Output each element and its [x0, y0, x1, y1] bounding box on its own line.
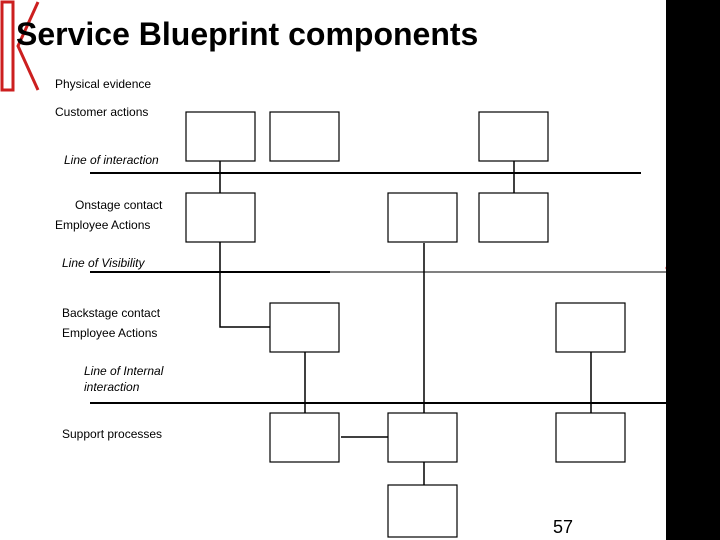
support-process-box — [269, 412, 340, 463]
support-process-box — [555, 412, 626, 463]
physical-evidence-box — [269, 111, 340, 162]
right-side-bar — [666, 0, 720, 540]
line-of-interaction-label: Line of interaction — [64, 153, 159, 167]
onstage-contact-label: Onstage contact — [75, 198, 163, 212]
customer-actions-label: Customer actions — [55, 105, 149, 119]
employee-actions-onstage-label: Employee Actions — [55, 218, 151, 232]
interaction-label: interaction — [84, 380, 140, 394]
onstage-action-box — [185, 192, 256, 243]
slide-title: Service Blueprint components — [16, 16, 479, 52]
physical-evidence-box — [478, 111, 549, 162]
onstage-action-box — [478, 192, 549, 243]
support-process-box — [387, 484, 458, 538]
page-number: 57 — [553, 517, 574, 537]
logo-bracket-icon — [0, 0, 40, 92]
support-processes-label: Support processes — [62, 427, 163, 441]
onstage-action-box — [387, 192, 458, 243]
backstage-action-box — [555, 302, 626, 353]
support-process-box — [387, 412, 458, 463]
connectors — [219, 160, 592, 485]
backstage-contact-label: Backstage contact — [62, 306, 161, 320]
line-of-internal-label: Line of Internal — [84, 364, 164, 378]
employee-actions-backstage-label: Employee Actions — [62, 326, 158, 340]
line-of-visibility-label: Line of Visibility — [62, 256, 145, 270]
physical-evidence-box — [185, 111, 256, 162]
physical-evidence-label: Physical evidence — [55, 77, 152, 91]
backstage-action-box — [269, 302, 340, 353]
